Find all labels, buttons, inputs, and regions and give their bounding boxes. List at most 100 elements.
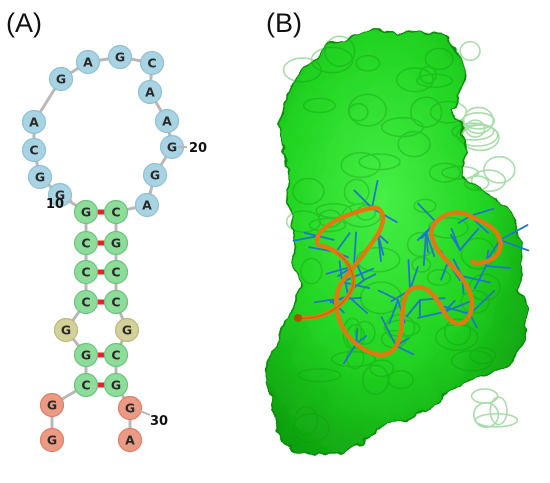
nucleotide: G xyxy=(142,162,168,188)
surface-lump xyxy=(293,405,319,436)
nucleotide-letter: G xyxy=(55,188,65,203)
nucleotide-letter: G xyxy=(111,236,121,251)
base-stick xyxy=(371,179,379,209)
surface-lump xyxy=(416,73,454,88)
nucleotide: A xyxy=(117,427,143,453)
base-stick xyxy=(353,231,358,267)
nucleotide-letter: G xyxy=(81,348,91,363)
nucleotide-letter: A xyxy=(162,114,172,129)
base-stick xyxy=(292,235,319,242)
nucleotide-letter: A xyxy=(142,198,152,213)
base-stick xyxy=(499,224,529,241)
nucleotide-circle xyxy=(137,79,163,105)
base-stick xyxy=(469,207,495,217)
surface-lump xyxy=(300,257,323,285)
nucleotide-letter: C xyxy=(29,143,38,158)
nucleotide: G xyxy=(53,317,79,343)
nucleotide-letter: A xyxy=(125,433,135,448)
surface-lump xyxy=(409,96,443,128)
base-stick xyxy=(443,300,472,313)
nucleotide: C xyxy=(103,199,129,225)
position-label-10: 10 xyxy=(46,197,64,212)
surface-lump xyxy=(413,198,437,214)
nucleotide: A xyxy=(21,109,47,135)
base-stick xyxy=(461,275,491,284)
base-stick xyxy=(443,299,456,313)
nucleotide-letter: G xyxy=(111,378,121,393)
base-stick xyxy=(313,299,331,304)
surface-lump xyxy=(369,359,395,378)
surface-lump xyxy=(462,106,495,135)
base-stick xyxy=(335,232,351,253)
nucleotide-circle xyxy=(103,230,129,256)
nucleotide-letter: A xyxy=(83,55,93,70)
nucleotide: C xyxy=(73,289,99,315)
base-pair-mark xyxy=(98,240,104,246)
nucleotide: A xyxy=(75,49,101,75)
nucleotide-circle xyxy=(139,50,165,76)
surface-lump xyxy=(361,364,390,395)
nucleotide-circle xyxy=(21,109,47,135)
surface-lump xyxy=(459,40,481,62)
nucleotide-circle xyxy=(21,137,47,163)
nucleotide: G xyxy=(27,164,53,190)
nucleotide-letter: G xyxy=(150,168,160,183)
surface-lump xyxy=(460,237,496,270)
nucleotide-letter: G xyxy=(61,323,71,338)
surface-lump xyxy=(429,100,468,124)
nucleotide-circle xyxy=(73,372,99,398)
surface-lump xyxy=(358,153,401,171)
nucleotide-circle xyxy=(73,230,99,256)
surface-lump xyxy=(460,124,500,152)
nucleotide-letter: G xyxy=(167,140,177,155)
nucleotide-letter: C xyxy=(111,348,120,363)
nucleotide: C xyxy=(103,259,129,285)
nucleotide-circle xyxy=(47,182,73,208)
surface-lump xyxy=(347,102,369,122)
nucleotide-letter: C xyxy=(81,236,90,251)
nucleotide-circle xyxy=(103,342,129,368)
nucleotide-circle xyxy=(107,44,133,70)
nucleotide-letter: G xyxy=(115,50,125,65)
surface-lump xyxy=(323,35,356,68)
nucleotide-letter: C xyxy=(111,205,120,220)
surface-lump xyxy=(472,401,500,429)
base-stick xyxy=(356,263,365,281)
nucleotide-letter: G xyxy=(47,433,57,448)
base-pair-mark xyxy=(98,352,104,358)
surface-lump xyxy=(483,155,516,184)
surface-lump xyxy=(443,318,472,346)
surface-lump xyxy=(461,111,496,130)
base-stick xyxy=(499,239,530,252)
surface-lump xyxy=(380,117,424,138)
base-stick xyxy=(303,231,319,237)
surface-lump xyxy=(470,169,507,193)
nucleotide: C xyxy=(139,50,165,76)
surface-lump xyxy=(302,97,336,114)
position-label-30: 30 xyxy=(150,414,168,429)
nucleotide: C xyxy=(73,230,99,256)
base-pair-mark xyxy=(98,299,104,305)
base-stick xyxy=(409,266,419,291)
surface-lump xyxy=(285,210,322,233)
surface-texture xyxy=(282,35,519,444)
nucleotide-circle xyxy=(103,199,129,225)
surface-lump xyxy=(470,388,499,404)
surface-lump xyxy=(343,178,370,206)
surface-lump xyxy=(489,396,508,426)
nucleotide-circle xyxy=(48,66,74,92)
surface-lump xyxy=(387,370,414,390)
base-stick xyxy=(459,227,480,251)
surface-lump xyxy=(469,346,497,365)
rna-backbone-ribbon xyxy=(295,205,503,357)
nucleotide-letter: G xyxy=(35,170,45,185)
nucleotide-letter: C xyxy=(81,265,90,280)
base-stick xyxy=(473,265,487,290)
nucleotide-circle xyxy=(73,289,99,315)
nucleotide: G xyxy=(48,66,74,92)
nucleotide-circle xyxy=(154,108,180,134)
rna-5prime-end xyxy=(294,314,302,322)
nucleotide-circle xyxy=(39,392,65,418)
nucleotide-circle xyxy=(27,164,53,190)
